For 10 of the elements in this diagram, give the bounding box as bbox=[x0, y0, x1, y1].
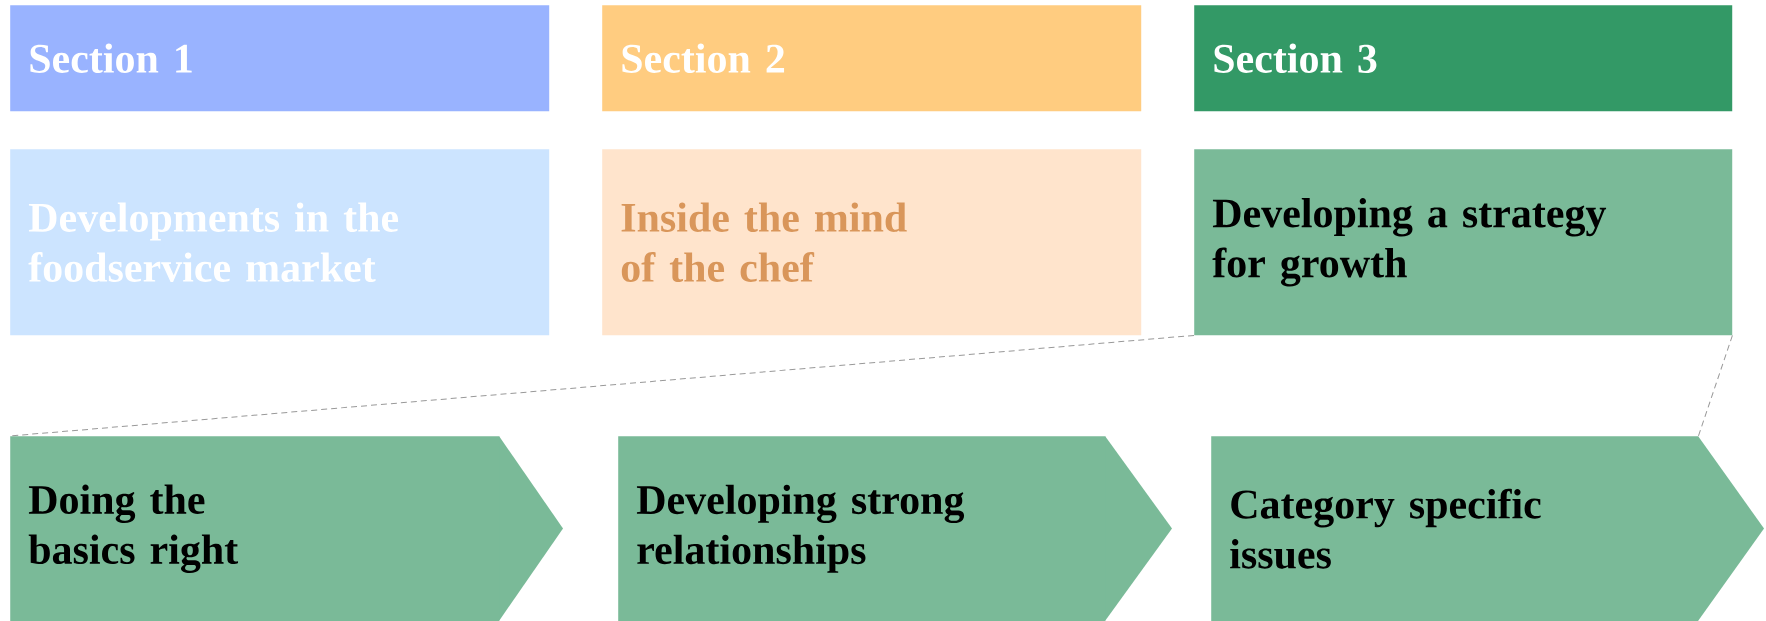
chevron-box: Developing strong relationships bbox=[618, 436, 1172, 621]
chevron-box: Category specific issues bbox=[1211, 436, 1765, 621]
dashed-line bbox=[1697, 334, 1733, 437]
description-box: Developing a strategy for growth bbox=[1194, 149, 1733, 336]
header-box: Section 3 bbox=[1194, 5, 1733, 112]
dashed-line bbox=[9, 334, 1195, 437]
header-box: Section 2 bbox=[602, 5, 1142, 112]
header-box: Section 1 bbox=[10, 5, 550, 112]
chevron-box: Doing the basics right bbox=[10, 436, 563, 621]
description-box: Inside the mind of the chef bbox=[602, 149, 1142, 336]
